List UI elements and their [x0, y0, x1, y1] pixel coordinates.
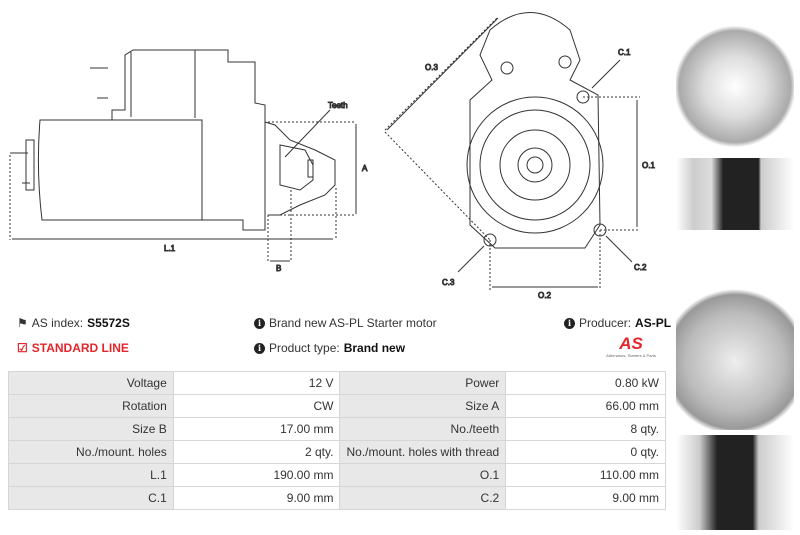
label-c2: C.2	[634, 263, 647, 272]
spec-value: 8 qty.	[505, 417, 666, 441]
spec-label: Size B	[8, 417, 174, 441]
spec-label: Rotation	[8, 394, 174, 418]
label-b: B	[276, 264, 281, 273]
spec-label: No./teeth	[339, 417, 507, 441]
label-o3: O.3	[425, 63, 438, 72]
spec-label: C.1	[8, 486, 174, 510]
label-o1: O.1	[642, 161, 655, 170]
info-icon: i	[254, 342, 265, 354]
spec-value: 0 qty.	[505, 440, 666, 464]
spec-value: 2 qty.	[172, 440, 341, 464]
label-c3: C.3	[442, 278, 455, 287]
spec-value: 9.00 mm	[505, 486, 666, 510]
spec-value: 9.00 mm	[172, 486, 341, 510]
label-a: A	[362, 164, 368, 173]
spec-value: CW	[172, 394, 341, 418]
info-icon: i	[564, 317, 575, 329]
front-view-drawing: C.1 O.1 O.2 O.3 C.2 C.3	[384, 12, 656, 300]
spec-value: 110.00 mm	[505, 463, 666, 487]
spec-value: 190.00 mm	[172, 463, 341, 487]
spec-value: 17.00 mm	[172, 417, 341, 441]
product-photo-angle[interactable]	[676, 435, 794, 530]
product-photo-rear[interactable]	[676, 235, 794, 430]
info-icon: i	[254, 317, 265, 329]
label-teeth: Teeth	[328, 101, 348, 110]
label-c1: C.1	[618, 48, 631, 57]
product-photo-front[interactable]	[676, 4, 794, 154]
spec-label: Power	[339, 371, 507, 395]
as-pl-logo: AS Alternators, Starters & Parts	[606, 334, 656, 359]
label-l1: L.1	[164, 244, 176, 253]
spec-label: Size A	[339, 394, 507, 418]
spec-label: L.1	[8, 463, 174, 487]
spec-value: 66.00 mm	[505, 394, 666, 418]
product-photo-side[interactable]	[676, 158, 794, 230]
label-o2: O.2	[538, 291, 551, 300]
as-index-value: S5572S	[87, 316, 130, 330]
tags-icon: ⚑	[17, 316, 28, 330]
as-index: ⚑ AS index:S5572S	[17, 316, 130, 330]
spec-label: No./mount. holes with thread	[339, 440, 507, 464]
standard-line-badge: ☑STANDARD LINE	[17, 341, 129, 355]
spec-value: 12 V	[172, 371, 341, 395]
spec-value: 0.80 kW	[505, 371, 666, 395]
checkbox-icon: ☑	[17, 341, 28, 355]
spec-label: Voltage	[8, 371, 174, 395]
spec-label: C.2	[339, 486, 507, 510]
spec-label: No./mount. holes	[8, 440, 174, 464]
side-view-drawing: Teeth A B L.1	[9, 49, 369, 274]
spec-label: O.1	[339, 463, 507, 487]
